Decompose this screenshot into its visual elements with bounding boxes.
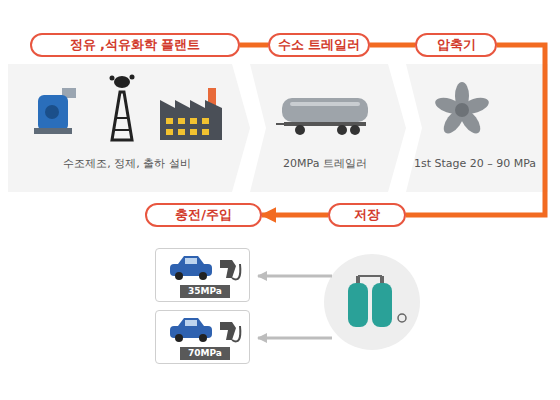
stage-header: 충전/주입 xyxy=(145,203,262,227)
car-window xyxy=(185,258,197,264)
caption-label: 20MPa 트레일러 xyxy=(255,157,395,171)
pump-part xyxy=(45,105,59,119)
car-roof xyxy=(178,256,204,264)
factory-roof xyxy=(160,100,222,112)
tank-pipe xyxy=(358,275,382,277)
stage-header: 압축기 xyxy=(415,33,497,57)
stage-header: 저장 xyxy=(328,203,406,227)
wheel xyxy=(350,125,360,135)
stage-panel xyxy=(250,64,406,192)
oil-splash xyxy=(114,76,130,88)
factory-icon xyxy=(160,112,222,140)
flow-connector xyxy=(240,43,268,48)
supply-arrow xyxy=(258,337,332,340)
caption-label: 1st Stage 20 – 90 MPa xyxy=(405,157,545,171)
stage-header: 수소 트레일러 xyxy=(268,33,370,57)
pressure-label: 70MPa xyxy=(180,347,230,360)
wheel xyxy=(295,125,305,135)
tank-icon xyxy=(348,283,368,327)
vehicle-panel: 70MPa xyxy=(155,310,250,364)
derrick-part xyxy=(116,117,128,119)
derrick-part xyxy=(114,129,130,131)
flow-connector xyxy=(370,43,415,48)
nozzle-hose xyxy=(232,264,240,279)
vehicle-panel: 35MPa xyxy=(155,248,250,302)
trailer-tank xyxy=(282,98,368,122)
factory-window xyxy=(178,129,185,135)
fan-hub xyxy=(455,103,469,117)
flow-connector xyxy=(406,45,545,215)
caption-label: 수조제조, 정제, 출하 설비 xyxy=(17,157,237,171)
wheel xyxy=(175,334,183,342)
storage-circle xyxy=(324,254,420,350)
tank-valve xyxy=(380,276,384,284)
factory-window xyxy=(166,118,173,124)
factory-window xyxy=(202,129,209,135)
tank-valve xyxy=(356,276,360,284)
car-window xyxy=(185,320,197,326)
tank-icon xyxy=(372,283,392,327)
nozzle-hose xyxy=(232,326,240,341)
wheel xyxy=(175,272,183,280)
factory-window xyxy=(190,118,197,124)
oil-drop xyxy=(110,76,115,81)
stage-panel xyxy=(8,64,250,192)
nozzle-icon xyxy=(220,260,236,278)
supply-arrow xyxy=(258,275,332,278)
pressure-label: 35MPa xyxy=(180,285,230,298)
oil-drop xyxy=(130,75,135,80)
header-text: 압축기 xyxy=(437,36,476,54)
factory-window xyxy=(178,118,185,124)
factory-window xyxy=(190,129,197,135)
stage-panel xyxy=(406,64,548,192)
header-text: 충전/주입 xyxy=(175,206,232,224)
pump-base xyxy=(34,128,72,134)
header-text: 수소 트레일러 xyxy=(278,36,361,54)
wheel xyxy=(199,334,207,342)
flow-connector xyxy=(262,213,328,218)
factory-window xyxy=(166,129,173,135)
wheel xyxy=(337,125,347,135)
factory-window xyxy=(202,118,209,124)
tank-highlight xyxy=(290,102,360,106)
derrick-icon xyxy=(112,92,132,140)
stage-header: 정유 ,석유화학 플랜트 xyxy=(30,33,240,57)
wheel xyxy=(199,272,207,280)
nozzle-icon xyxy=(220,322,236,340)
tank-gauge xyxy=(398,314,406,322)
car-roof xyxy=(178,318,204,326)
header-text: 저장 xyxy=(354,206,380,224)
pump-icon xyxy=(38,95,68,131)
header-text: 정유 ,석유화학 플랜트 xyxy=(70,36,201,54)
trailer-hitch xyxy=(276,123,284,125)
